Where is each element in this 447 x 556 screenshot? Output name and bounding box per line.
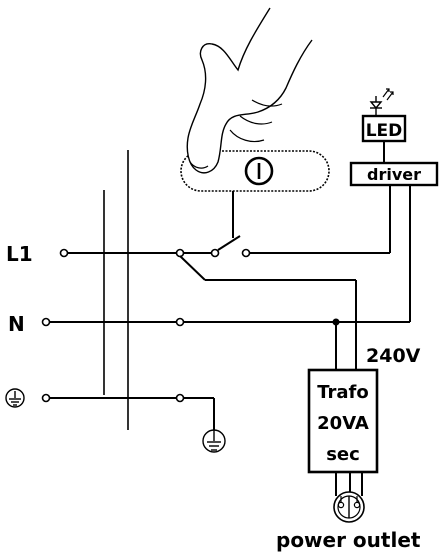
l1-line: [59, 185, 391, 258]
hand-icon: [186, 7, 313, 174]
led-module: LED driver: [349, 88, 439, 187]
driver-label: driver: [367, 165, 421, 184]
trafo-label-line3: sec: [326, 444, 360, 465]
transformer: Trafo 20VA sec: [307, 368, 379, 474]
l1-branch-to-trafo: [179, 255, 357, 370]
trafo-label-line2: 20VA: [317, 413, 369, 434]
power-outlet-label: power outlet: [276, 528, 421, 552]
driver-box: [349, 161, 439, 187]
earth-line: [41, 393, 215, 430]
n-label: N: [8, 312, 25, 336]
l1-label: L1: [6, 242, 33, 266]
led-label: LED: [366, 121, 403, 141]
led-diode-icon: [369, 88, 394, 116]
earth-ground-icon: [202, 429, 226, 453]
earth-ground-icon: [5, 388, 25, 408]
power-outlet-icon: [333, 472, 365, 523]
switch-lever: [217, 235, 241, 251]
led-box: [361, 114, 407, 143]
n-line: [41, 185, 411, 370]
voltage-label: 240V: [366, 345, 421, 367]
trafo-box: [307, 368, 379, 474]
trafo-label-line1: Trafo: [317, 382, 369, 403]
